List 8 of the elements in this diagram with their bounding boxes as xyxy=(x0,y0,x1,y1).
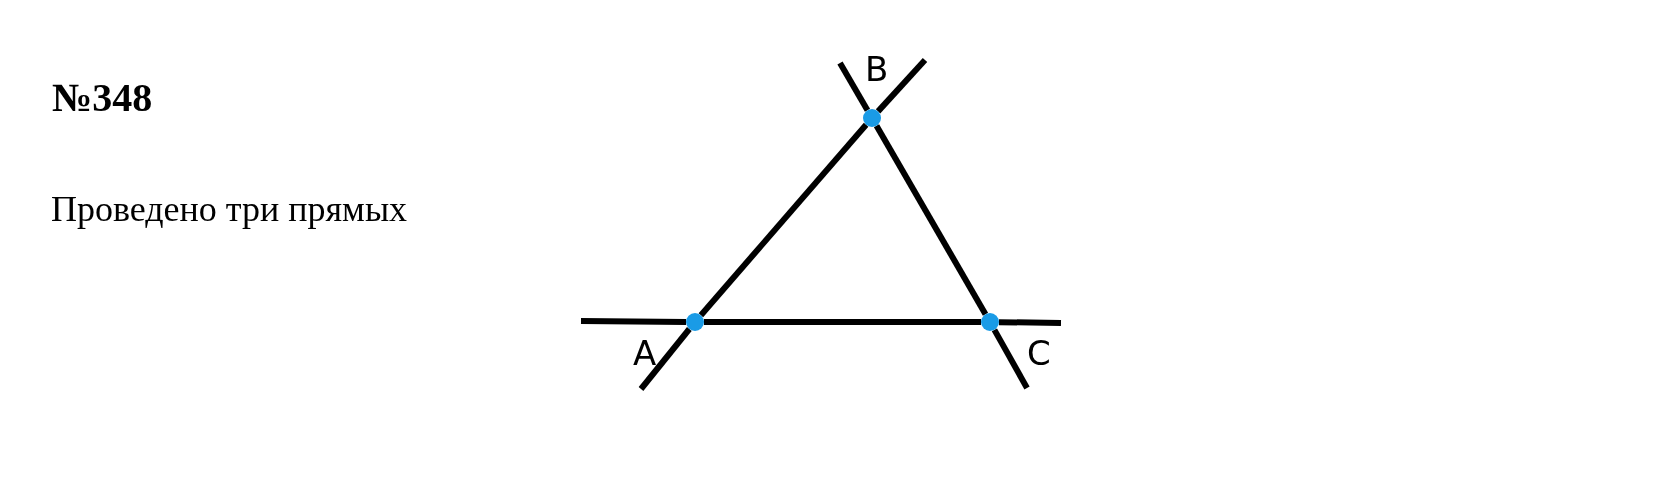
point-label: A xyxy=(633,336,657,370)
point-label: B xyxy=(865,52,889,86)
line-segment xyxy=(873,124,989,316)
line-segment xyxy=(704,319,981,325)
problem-text: Проведено три прямых xyxy=(51,188,408,230)
point-label: C xyxy=(1027,336,1051,370)
problem-number: №348 xyxy=(52,74,153,121)
line-segment xyxy=(698,122,869,318)
